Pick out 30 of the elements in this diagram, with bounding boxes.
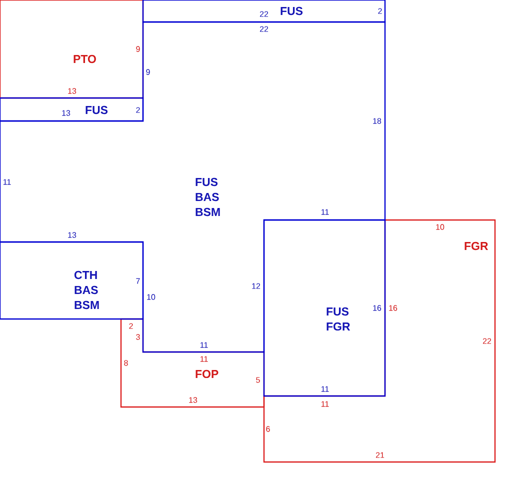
dimension-label: 9 — [146, 69, 150, 75]
dimension-label: 22 — [260, 11, 268, 17]
dimension-label: 11 — [200, 342, 208, 348]
dimension-label: 13 — [189, 397, 198, 403]
dimension-label: 6 — [266, 426, 270, 432]
dimension-label: 16 — [389, 305, 398, 311]
dimension-label: 12 — [252, 283, 260, 289]
dimension-label: 10 — [436, 224, 444, 230]
dimension-label: 11 — [321, 209, 329, 215]
dimension-label: 2 — [378, 8, 382, 14]
dimension-label: 21 — [376, 452, 384, 458]
dimension-label: 11 — [3, 179, 11, 185]
dimension-label: 8 — [124, 360, 128, 366]
dimension-label: 5 — [256, 377, 260, 383]
dimension-label: 22 — [260, 26, 268, 32]
dimension-label: 18 — [373, 118, 382, 124]
dimension-label: 13 — [68, 88, 76, 94]
dimension-label: 11 — [321, 401, 329, 407]
dimension-label: 7 — [136, 278, 140, 284]
dimension-label: 16 — [373, 305, 382, 311]
dimension-label: 22 — [482, 338, 492, 344]
dimension-label: 13 — [62, 110, 70, 116]
dimension-label: 2 — [136, 107, 140, 113]
dimension-label: 3 — [136, 334, 140, 340]
dimension-label: 9 — [136, 46, 140, 52]
dimension-label: 11 — [321, 386, 329, 392]
dimension-label: 13 — [68, 232, 76, 238]
dimension-label: 2 — [129, 323, 133, 329]
dimension-label: 11 — [200, 356, 208, 362]
dimension-label: 10 — [147, 294, 156, 300]
